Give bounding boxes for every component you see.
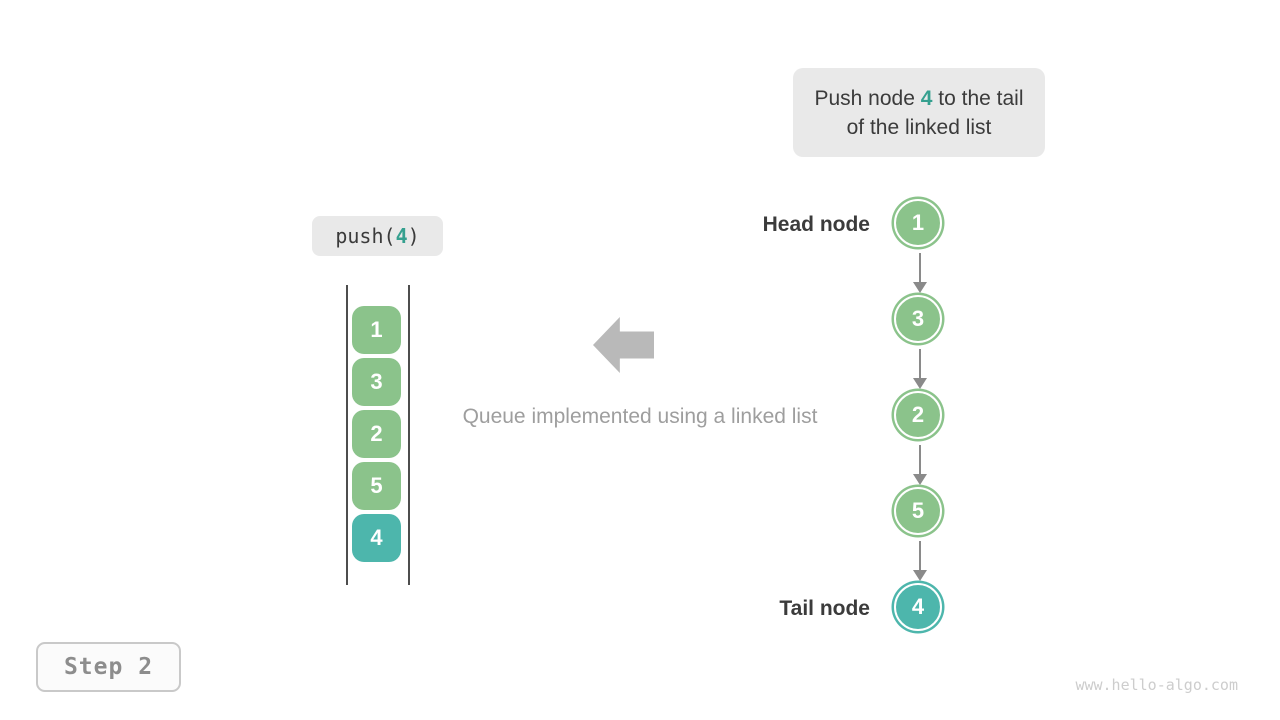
- arrow-head: [913, 282, 927, 293]
- callout-prefix: Push node: [814, 86, 921, 110]
- arrow-head: [913, 570, 927, 581]
- arrow-shaft: [918, 253, 922, 283]
- callout-highlight-value: 4: [920, 86, 933, 110]
- callout-suffix: to the tail of the linked list: [846, 86, 1024, 139]
- operation-arg: 4: [395, 224, 408, 248]
- queue-item: 5: [352, 462, 401, 510]
- down-arrow-icon: [913, 253, 927, 293]
- arrow-head: [913, 474, 927, 485]
- arrow-head: [913, 378, 927, 389]
- operation-prefix: push(: [335, 224, 396, 248]
- list-node: 3: [894, 295, 942, 343]
- list-node: 5: [894, 487, 942, 535]
- caption: Queue implemented using a linked list: [462, 405, 818, 428]
- push-callout: Push node 4 to the tail of the linked li…: [793, 68, 1045, 157]
- list-node: 2: [894, 391, 942, 439]
- left-block-arrow-icon: [593, 317, 654, 373]
- operation-suffix: ): [407, 224, 420, 248]
- queue-item: 1: [352, 306, 401, 354]
- queue-right-wall: [408, 285, 410, 585]
- arrow-shaft: [918, 541, 922, 571]
- step-badge: Step 2: [36, 642, 181, 692]
- queue-item: 3: [352, 358, 401, 406]
- list-node: 1: [894, 199, 942, 247]
- push-callout-text: Push node 4 to the tail of the linked li…: [807, 84, 1031, 142]
- down-arrow-icon: [913, 445, 927, 485]
- arrow-shaft: [918, 349, 922, 379]
- push-operation-label: push(4): [312, 216, 443, 256]
- head-node-label: Head node: [762, 213, 870, 236]
- queue-item-new: 4: [352, 514, 401, 562]
- down-arrow-icon: [913, 541, 927, 581]
- watermark: www.hello-algo.com: [1075, 676, 1238, 694]
- queue-item: 2: [352, 410, 401, 458]
- tail-node-label: Tail node: [779, 597, 870, 620]
- arrow-shaft: [918, 445, 922, 475]
- queue-left-wall: [346, 285, 348, 585]
- list-node-new: 4: [894, 583, 942, 631]
- down-arrow-icon: [913, 349, 927, 389]
